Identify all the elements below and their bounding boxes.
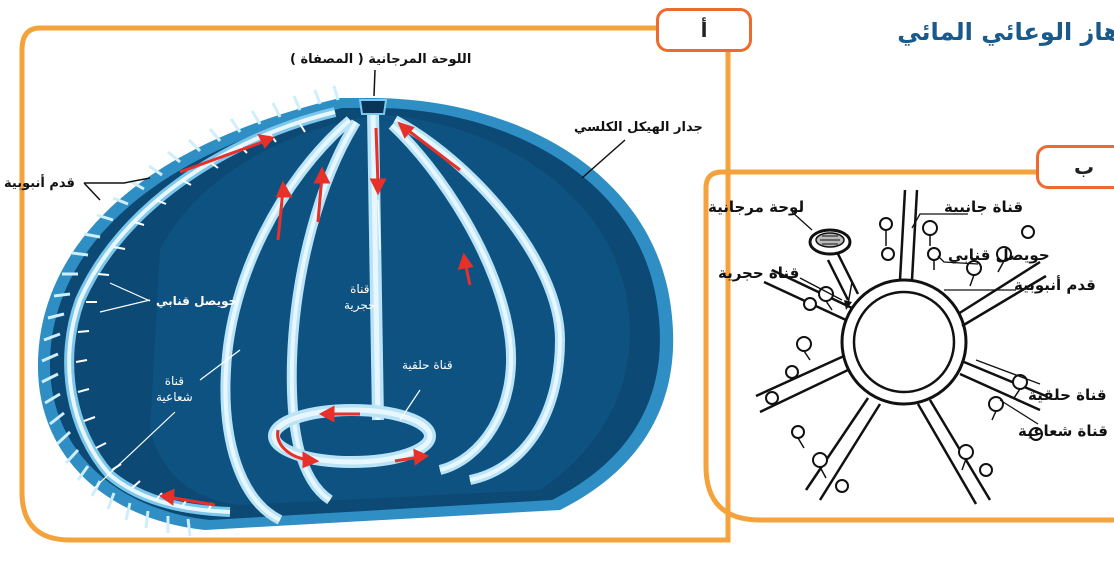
b-label-ampulla: حويصل قنابي	[948, 246, 1050, 264]
b-label-radial-canal: قناة شعاعية	[1018, 422, 1108, 440]
b-label-ring-canal: قناة حلقية	[1028, 386, 1107, 404]
b-label-lateral-canal: قناة جانبية	[944, 198, 1023, 216]
b-label-madreporite: لوحة مرجانية	[708, 198, 804, 216]
b-label-stone-canal: قناة حجرية	[718, 264, 799, 282]
b-ring-canal	[842, 280, 966, 404]
panel-b-frame	[706, 172, 1114, 520]
b-label-tube-foot: قدم أنبوبية	[1014, 276, 1096, 294]
panel-b-tab: ب	[1036, 145, 1114, 189]
